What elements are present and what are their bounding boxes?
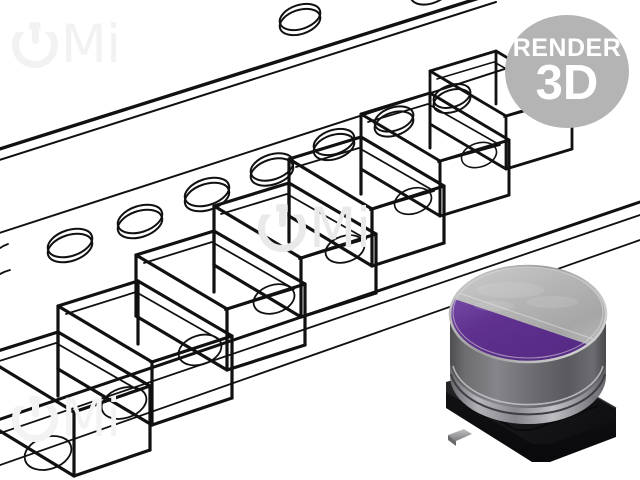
render-3d-badge: RENDER 3D [505, 15, 629, 128]
smd-electrolytic-capacitor [446, 264, 617, 462]
capacitor-lead-tab [448, 429, 472, 446]
badge-text: RENDER 3D [505, 15, 629, 128]
badge-line-1: RENDER [512, 34, 622, 62]
badge-circle [505, 15, 629, 128]
badge-line-2: 3D [535, 56, 599, 110]
